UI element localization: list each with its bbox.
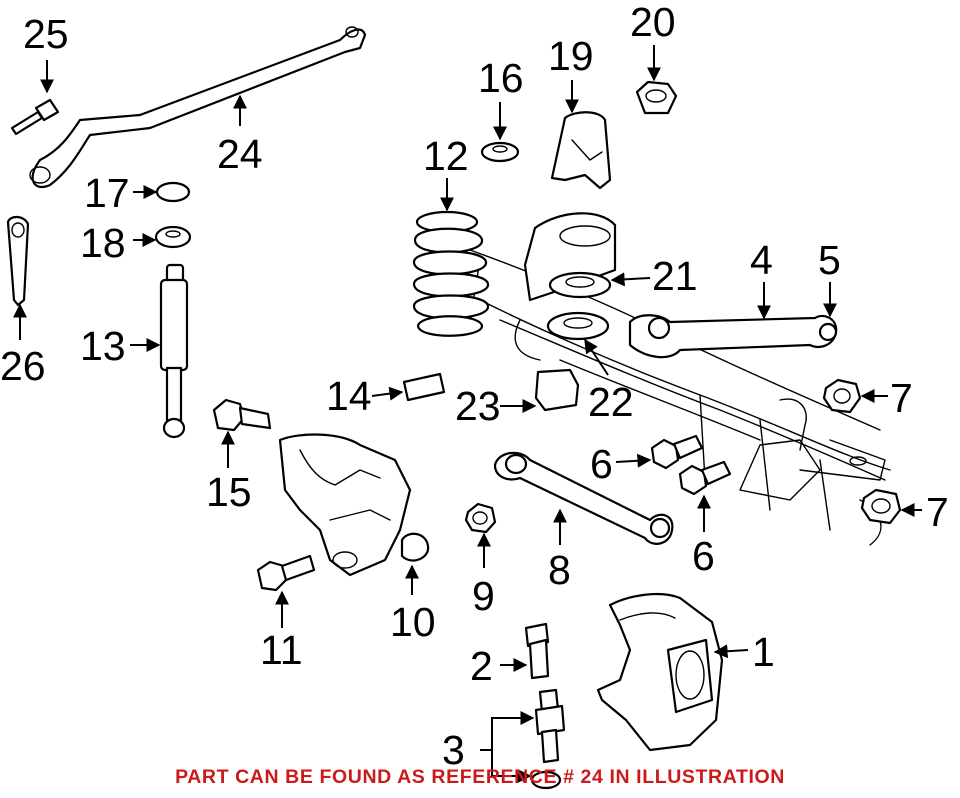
callout-1: 1 xyxy=(752,629,775,675)
stabilizer-bolt xyxy=(10,98,60,136)
nut-7-upper xyxy=(822,378,862,414)
callout-20: 20 xyxy=(630,0,676,45)
callout-14: 14 xyxy=(326,373,372,419)
callout-7-lower: 7 xyxy=(926,489,949,535)
callout-24: 24 xyxy=(217,131,263,177)
reference-notice: PART CAN BE FOUND AS REFERENCE # 24 IN I… xyxy=(175,766,785,788)
callout-16: 16 xyxy=(478,55,524,101)
callout-26: 26 xyxy=(0,343,46,389)
callout-2: 2 xyxy=(470,643,493,689)
steering-knuckle xyxy=(596,592,724,752)
callout-6-upper: 6 xyxy=(590,441,613,487)
callout-5: 5 xyxy=(818,237,841,283)
nut-9 xyxy=(464,502,497,534)
bolt-11 xyxy=(256,554,316,592)
shock-absorber xyxy=(159,263,189,439)
stabilizer-bar xyxy=(29,26,367,188)
callout-25: 25 xyxy=(23,11,69,57)
callout-18: 18 xyxy=(80,220,126,266)
callout-17: 17 xyxy=(84,170,130,216)
bolt-6-upper xyxy=(650,434,704,470)
callout-9: 9 xyxy=(472,573,495,619)
callout-22: 22 xyxy=(588,379,634,425)
leader-lines xyxy=(13,45,922,783)
axle-mount-bracket xyxy=(278,433,412,577)
callout-23: 23 xyxy=(455,383,501,429)
jounce-bumper xyxy=(534,368,580,412)
callout-6-lower: 6 xyxy=(692,533,715,579)
stud-2 xyxy=(524,622,550,680)
callout-15: 15 xyxy=(206,469,252,515)
pad-14 xyxy=(402,372,446,402)
bushing-18 xyxy=(154,225,192,249)
callout-10: 10 xyxy=(390,599,436,645)
nut-7-lower xyxy=(860,488,902,525)
callout-3: 3 xyxy=(442,727,465,773)
bolt-6-lower xyxy=(678,460,732,496)
bushing-10 xyxy=(400,532,430,562)
callout-7-upper: 7 xyxy=(890,375,913,421)
insulator-21 xyxy=(548,271,612,299)
stabilizer-link xyxy=(6,215,30,307)
callout-13: 13 xyxy=(80,323,126,369)
callout-19: 19 xyxy=(548,33,594,79)
bolt-15 xyxy=(212,398,272,432)
coil-spring xyxy=(412,210,490,337)
spring-isolator xyxy=(480,141,520,163)
lower-control-arm xyxy=(493,451,674,545)
jounce-bumper-bracket xyxy=(550,111,612,190)
insulator-22 xyxy=(546,311,610,341)
upper-control-arm xyxy=(628,314,838,359)
callout-8: 8 xyxy=(548,547,571,593)
callout-4: 4 xyxy=(750,237,773,283)
callout-21: 21 xyxy=(652,253,698,299)
callout-12: 12 xyxy=(423,133,469,179)
nut-20 xyxy=(635,80,678,115)
ball-joint xyxy=(530,688,566,790)
bushing-17 xyxy=(155,181,191,203)
callout-11: 11 xyxy=(260,627,303,673)
callout-labels: 25 24 26 17 18 13 12 16 19 20 21 22 23 1… xyxy=(0,0,949,773)
